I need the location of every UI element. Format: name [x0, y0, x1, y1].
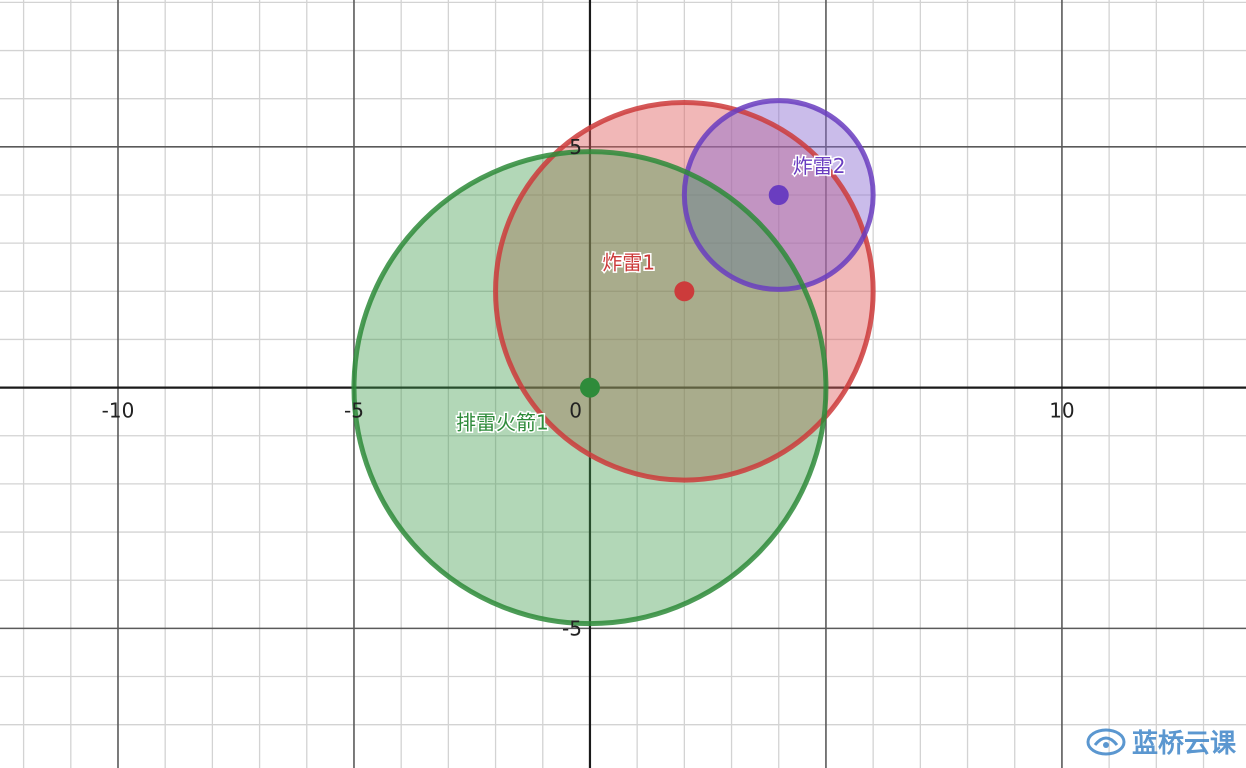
- circle-label-paileihuojian1: 排雷火箭1: [456, 411, 549, 435]
- origin-label: 0: [569, 399, 582, 423]
- center-point-zhalei1: [674, 281, 695, 302]
- circle-fills: [353, 100, 874, 624]
- watermark: 蓝桥云课: [1086, 723, 1236, 760]
- circle-label-zhalei1: 炸雷1: [602, 250, 655, 274]
- watermark-text: 蓝桥云课: [1131, 729, 1236, 759]
- y-tick-label: 5: [569, 135, 582, 159]
- circle-outline-zhalei2: [681, 98, 876, 292]
- circle-outline-paileihuojian1: [351, 149, 829, 627]
- x-tick-label: -5: [344, 399, 364, 423]
- circle-outline-zhalei1: [493, 100, 876, 483]
- lanqiao-logo-icon: [1086, 728, 1126, 755]
- center-point-zhalei2: [768, 185, 789, 206]
- circle-label-zhalei2: 炸雷2: [793, 154, 846, 178]
- x-tick-label: 10: [1049, 399, 1074, 423]
- circle-centers: [579, 185, 789, 398]
- axis-tick-labels: -10 -5 10 5 -5 0: [102, 135, 1075, 641]
- circle-outlines: [351, 98, 876, 627]
- center-point-paileihuojian1: [579, 377, 600, 398]
- y-tick-label: -5: [562, 616, 582, 640]
- x-tick-label: -10: [102, 399, 135, 423]
- circle-labels: 炸雷1 炸雷2 排雷火箭1: [454, 153, 847, 437]
